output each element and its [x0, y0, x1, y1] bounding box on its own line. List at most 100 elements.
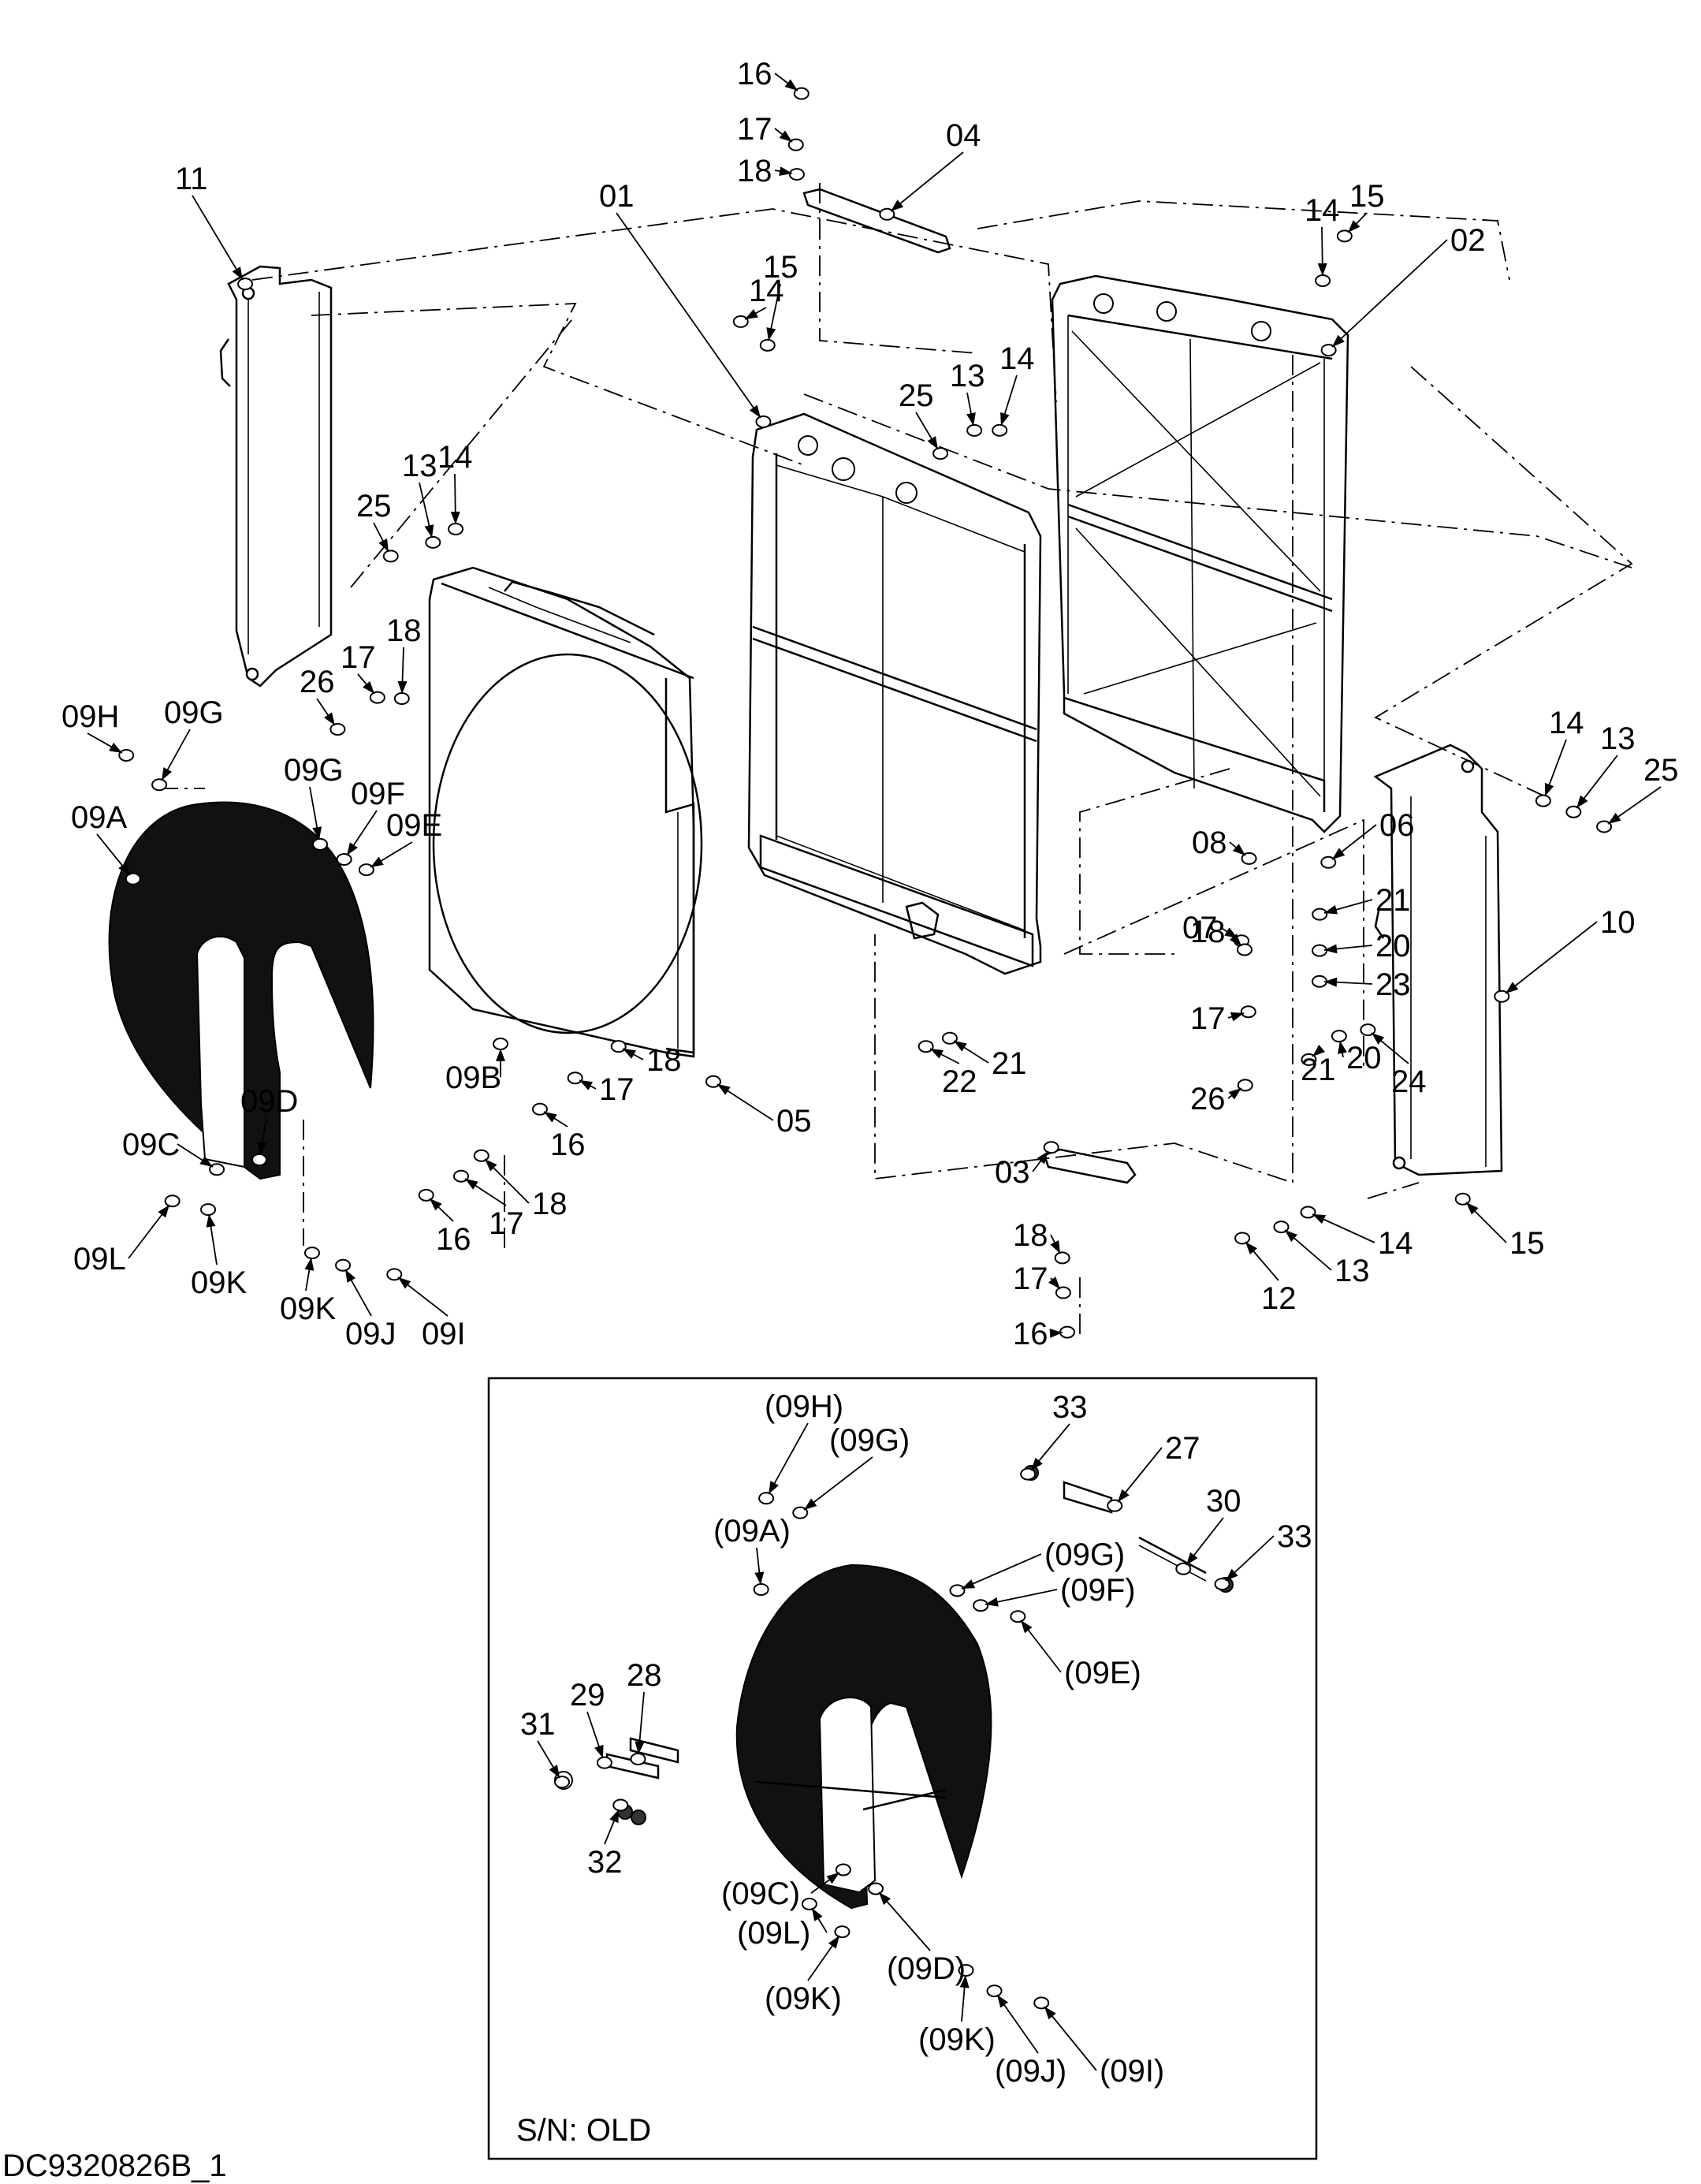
part_labels-arrowhead-63 [398, 1277, 411, 1289]
part_labels-arrowhead-64 [1050, 1240, 1060, 1254]
inset-frame [487, 1377, 1318, 2160]
inset_labels-leader-1 [803, 1456, 873, 1511]
inset_labels-label-13: 32 [587, 1845, 623, 1880]
part_labels-label-7: 14 [749, 274, 784, 308]
part_labels-label-28: 25 [1643, 753, 1679, 788]
part_labels-label-13: 15 [1349, 179, 1385, 214]
part_labels-arrowhead-47 [623, 1049, 636, 1059]
alignment-lines [158, 183, 1633, 1340]
part_labels-arrowhead-2 [891, 199, 904, 211]
part_labels-label-18: 17 [341, 640, 376, 675]
part_labels-label-11: 14 [999, 341, 1035, 376]
part_labels-label-58: 13 [1334, 1254, 1370, 1288]
part_labels-hardware-16 [382, 550, 399, 563]
part_labels-label-5: 17 [737, 112, 772, 147]
part_labels-arrowhead-51 [430, 1198, 442, 1211]
part_labels-arrowhead-61 [304, 1258, 315, 1271]
part_labels-label-62: 09J [345, 1317, 396, 1351]
part_labels-arrowhead-15 [450, 511, 460, 524]
part_labels-label-33: 20 [1375, 929, 1411, 963]
part_labels-arrowhead-5 [779, 130, 792, 142]
part-03-seal [1043, 1148, 1137, 1184]
part_labels-arrowhead-34 [1506, 982, 1519, 993]
part_labels-arrowhead-39 [930, 1049, 944, 1059]
part_labels-label-21: 09G [164, 695, 224, 730]
part_labels-hardware-61 [303, 1247, 320, 1260]
part_labels-hardware-50 [209, 1163, 225, 1176]
part_labels-hardware-15 [448, 522, 464, 535]
part_labels-label-54: 09L [73, 1242, 126, 1276]
inset_labels-arrowhead-20 [1044, 2007, 1056, 2020]
inset_labels-label-16: (09K) [765, 1981, 842, 2016]
part_labels-arrowhead-28 [1608, 812, 1621, 824]
inset_labels-label-17: (09D) [887, 1951, 966, 1986]
part_labels-arrowhead-27 [1576, 795, 1588, 808]
inset_labels-arrowhead-3 [1118, 1489, 1130, 1502]
part_labels-label-57: 12 [1261, 1281, 1297, 1316]
part_labels-label-47: 18 [646, 1043, 682, 1078]
part_labels-arrowhead-62 [345, 1269, 356, 1283]
part_labels-hardware-12 [1315, 274, 1331, 287]
part_labels-arrowhead-21 [162, 767, 173, 781]
part_labels-hardware-3 [1320, 344, 1337, 357]
part_labels-label-64: 18 [1013, 1218, 1048, 1253]
part_labels-hardware-30 [1320, 855, 1337, 869]
part_labels-hardware-10 [966, 423, 983, 437]
part_labels-hardware-58 [1273, 1221, 1290, 1234]
part_labels-label-42: 21 [1301, 1053, 1336, 1087]
part_labels-hardware-36 [1237, 943, 1253, 956]
part_labels-arrowhead-59 [1312, 1214, 1327, 1224]
part_labels-arrowhead-41 [1372, 1033, 1385, 1045]
part_labels-label-40: 21 [992, 1046, 1027, 1081]
part_labels-arrowhead-37 [1230, 1012, 1244, 1022]
part-01-radiator [747, 412, 1042, 975]
part-02-intercooler [1051, 274, 1349, 833]
inset_labels-arrowhead-8 [985, 1597, 999, 1607]
part_labels-label-25: 09A [71, 800, 127, 835]
part_labels-label-8: 15 [763, 250, 798, 285]
part_labels-arrowhead-53 [485, 1159, 497, 1172]
inset_labels-arrowhead-4 [1186, 1552, 1198, 1565]
part_labels-arrowhead-57 [1245, 1242, 1257, 1255]
part_labels-hardware-21 [151, 778, 168, 792]
part_labels-label-38: 26 [1190, 1082, 1226, 1116]
part_labels-hardware-52 [452, 1169, 469, 1183]
part_labels-label-6: 18 [737, 154, 772, 188]
inset_labels-arrowhead-15 [812, 1908, 823, 1921]
inset_labels-hardware-1 [792, 1506, 809, 1519]
inset_labels-label-0: (09H) [765, 1389, 843, 1424]
inset_labels-arrowhead-14 [826, 1873, 839, 1884]
part_labels-arrowhead-7 [745, 308, 758, 319]
part_labels-label-29: 08 [1192, 826, 1227, 860]
part_labels-hardware-48 [705, 1075, 721, 1088]
part_labels-hardware-65 [1055, 1286, 1071, 1299]
part_labels-arrowhead-48 [717, 1084, 731, 1095]
part_labels-label-15: 14 [437, 440, 473, 475]
part_labels-label-41: 24 [1391, 1064, 1427, 1099]
inset_labels-hardware-17 [868, 1882, 884, 1895]
part_labels-hardware-34 [1494, 990, 1510, 1003]
part_labels-arrowhead-54 [158, 1205, 169, 1218]
part_labels-label-55: 09K [191, 1265, 247, 1300]
part_labels-hardware-1 [755, 415, 772, 428]
part_labels-hardware-0 [237, 278, 254, 291]
part_labels-hardware-38 [1237, 1079, 1253, 1092]
part_labels-arrowhead-46 [579, 1080, 593, 1090]
part_labels-label-14: 13 [402, 449, 437, 483]
inset_labels-arrowhead-5 [1226, 1568, 1238, 1581]
part_labels-label-27: 13 [1600, 721, 1636, 756]
inset_labels-hardware-4 [1175, 1562, 1192, 1575]
part_labels-leader-3 [1331, 239, 1448, 348]
inset_labels-hardware-14 [835, 1863, 851, 1877]
inset_labels-label-1: (09G) [829, 1423, 910, 1458]
inset_labels-label-11: 29 [570, 1678, 605, 1713]
part_labels-arrowhead-10 [966, 412, 976, 426]
part_labels-hardware-20 [118, 748, 135, 762]
part_labels-hardware-44 [493, 1038, 508, 1050]
inset_labels-label-15: (09L) [737, 1916, 810, 1951]
inset_labels-label-9: (09E) [1064, 1656, 1141, 1690]
part_labels-arrowhead-43 [1338, 1041, 1347, 1054]
part_labels-label-17: 18 [386, 613, 422, 648]
part_labels-arrowhead-19 [324, 712, 335, 725]
